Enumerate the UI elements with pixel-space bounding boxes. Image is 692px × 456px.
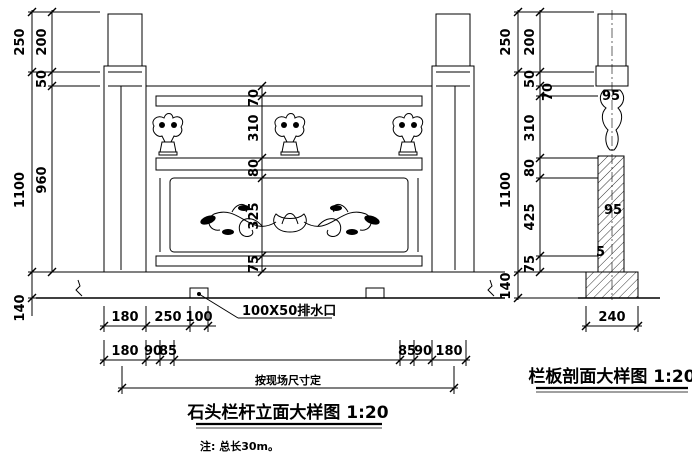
sec-dim-310: 310 [523, 114, 538, 141]
right-post [431, 13, 475, 273]
railing-elevation: 100X50排水口 250 1100 140 200 50 960 [13, 7, 505, 453]
section-title: 栏板剖面大样图 1:20 [528, 366, 692, 387]
section-post-cap [597, 13, 627, 67]
dim-row2-85-right: 85 [398, 344, 416, 359]
dim-250: 250 [13, 28, 28, 55]
sec-dim-5: 5 [596, 245, 605, 260]
sec-dim-140: 140 [499, 272, 514, 299]
sec-dim-95-top: 95 [602, 89, 620, 104]
vase-ornament-left [152, 113, 184, 156]
dim-140: 140 [13, 294, 28, 321]
dim-center-70: 70 [247, 89, 262, 107]
drain-label: 100X50排水口 [242, 303, 336, 319]
dim-row2-180-left: 180 [111, 344, 138, 359]
sec-dim-75: 75 [523, 255, 538, 273]
elevation-center-dimensions [256, 86, 268, 272]
dim-row2-90-right: 90 [414, 344, 432, 359]
elevation-left-dimensions [28, 10, 100, 316]
dim-50: 50 [35, 70, 50, 88]
drain-leader-line [198, 293, 239, 319]
dim-bottom-180: 180 [111, 310, 138, 325]
section-left-dimensions [514, 10, 598, 300]
section-width-dimension [582, 306, 642, 332]
site-note: 按现场尺寸定 [255, 373, 321, 387]
bottom-dimension-row-1 [100, 306, 216, 332]
section-shaft [597, 155, 625, 273]
drain-hole-left [189, 287, 209, 299]
dim-center-75: 75 [247, 255, 262, 273]
dim-1100: 1100 [13, 172, 28, 208]
dim-200: 200 [35, 28, 50, 55]
sec-dim-1100: 1100 [499, 172, 514, 208]
lotus-leaves [200, 205, 380, 235]
dim-bottom-100: 100 [185, 310, 212, 325]
vase-ornament-right [392, 113, 424, 156]
dim-center-80: 80 [247, 159, 262, 177]
break-mark-right [487, 279, 495, 297]
footnote: 注: 总长30m。 [200, 439, 279, 453]
sec-dim-240: 240 [598, 310, 625, 325]
drain-hole-right [365, 287, 385, 299]
balustrade-frame [145, 85, 433, 273]
dim-row2-85-left: 85 [159, 344, 177, 359]
dim-center-310: 310 [247, 114, 262, 141]
sec-dim-95-mid: 95 [604, 203, 622, 218]
elevation-title: 石头栏杆立面大样图 1:20 [186, 402, 388, 423]
bottom-dimension-row-2 [100, 340, 470, 366]
sec-dim-50: 50 [523, 70, 538, 88]
section-baluster-profile [599, 89, 625, 151]
dim-960: 960 [35, 166, 50, 193]
dim-row2-90-left: 90 [144, 344, 162, 359]
left-post [103, 13, 147, 273]
sec-dim-425: 425 [523, 203, 538, 230]
dim-row2-180-right: 180 [435, 344, 462, 359]
sec-dim-70: 70 [541, 83, 556, 101]
bottom-dimension-row-3 [118, 366, 458, 394]
dim-bottom-250: 250 [154, 310, 181, 325]
vase-ornament-center [274, 113, 306, 156]
sec-dim-80: 80 [523, 159, 538, 177]
dim-center-325: 325 [247, 202, 262, 229]
break-mark-left [75, 279, 83, 297]
panel-section: 250 1100 140 200 50 70 310 80 425 75 95 … [499, 7, 692, 393]
sec-dim-250: 250 [499, 28, 514, 55]
sec-dim-200: 200 [523, 28, 538, 55]
